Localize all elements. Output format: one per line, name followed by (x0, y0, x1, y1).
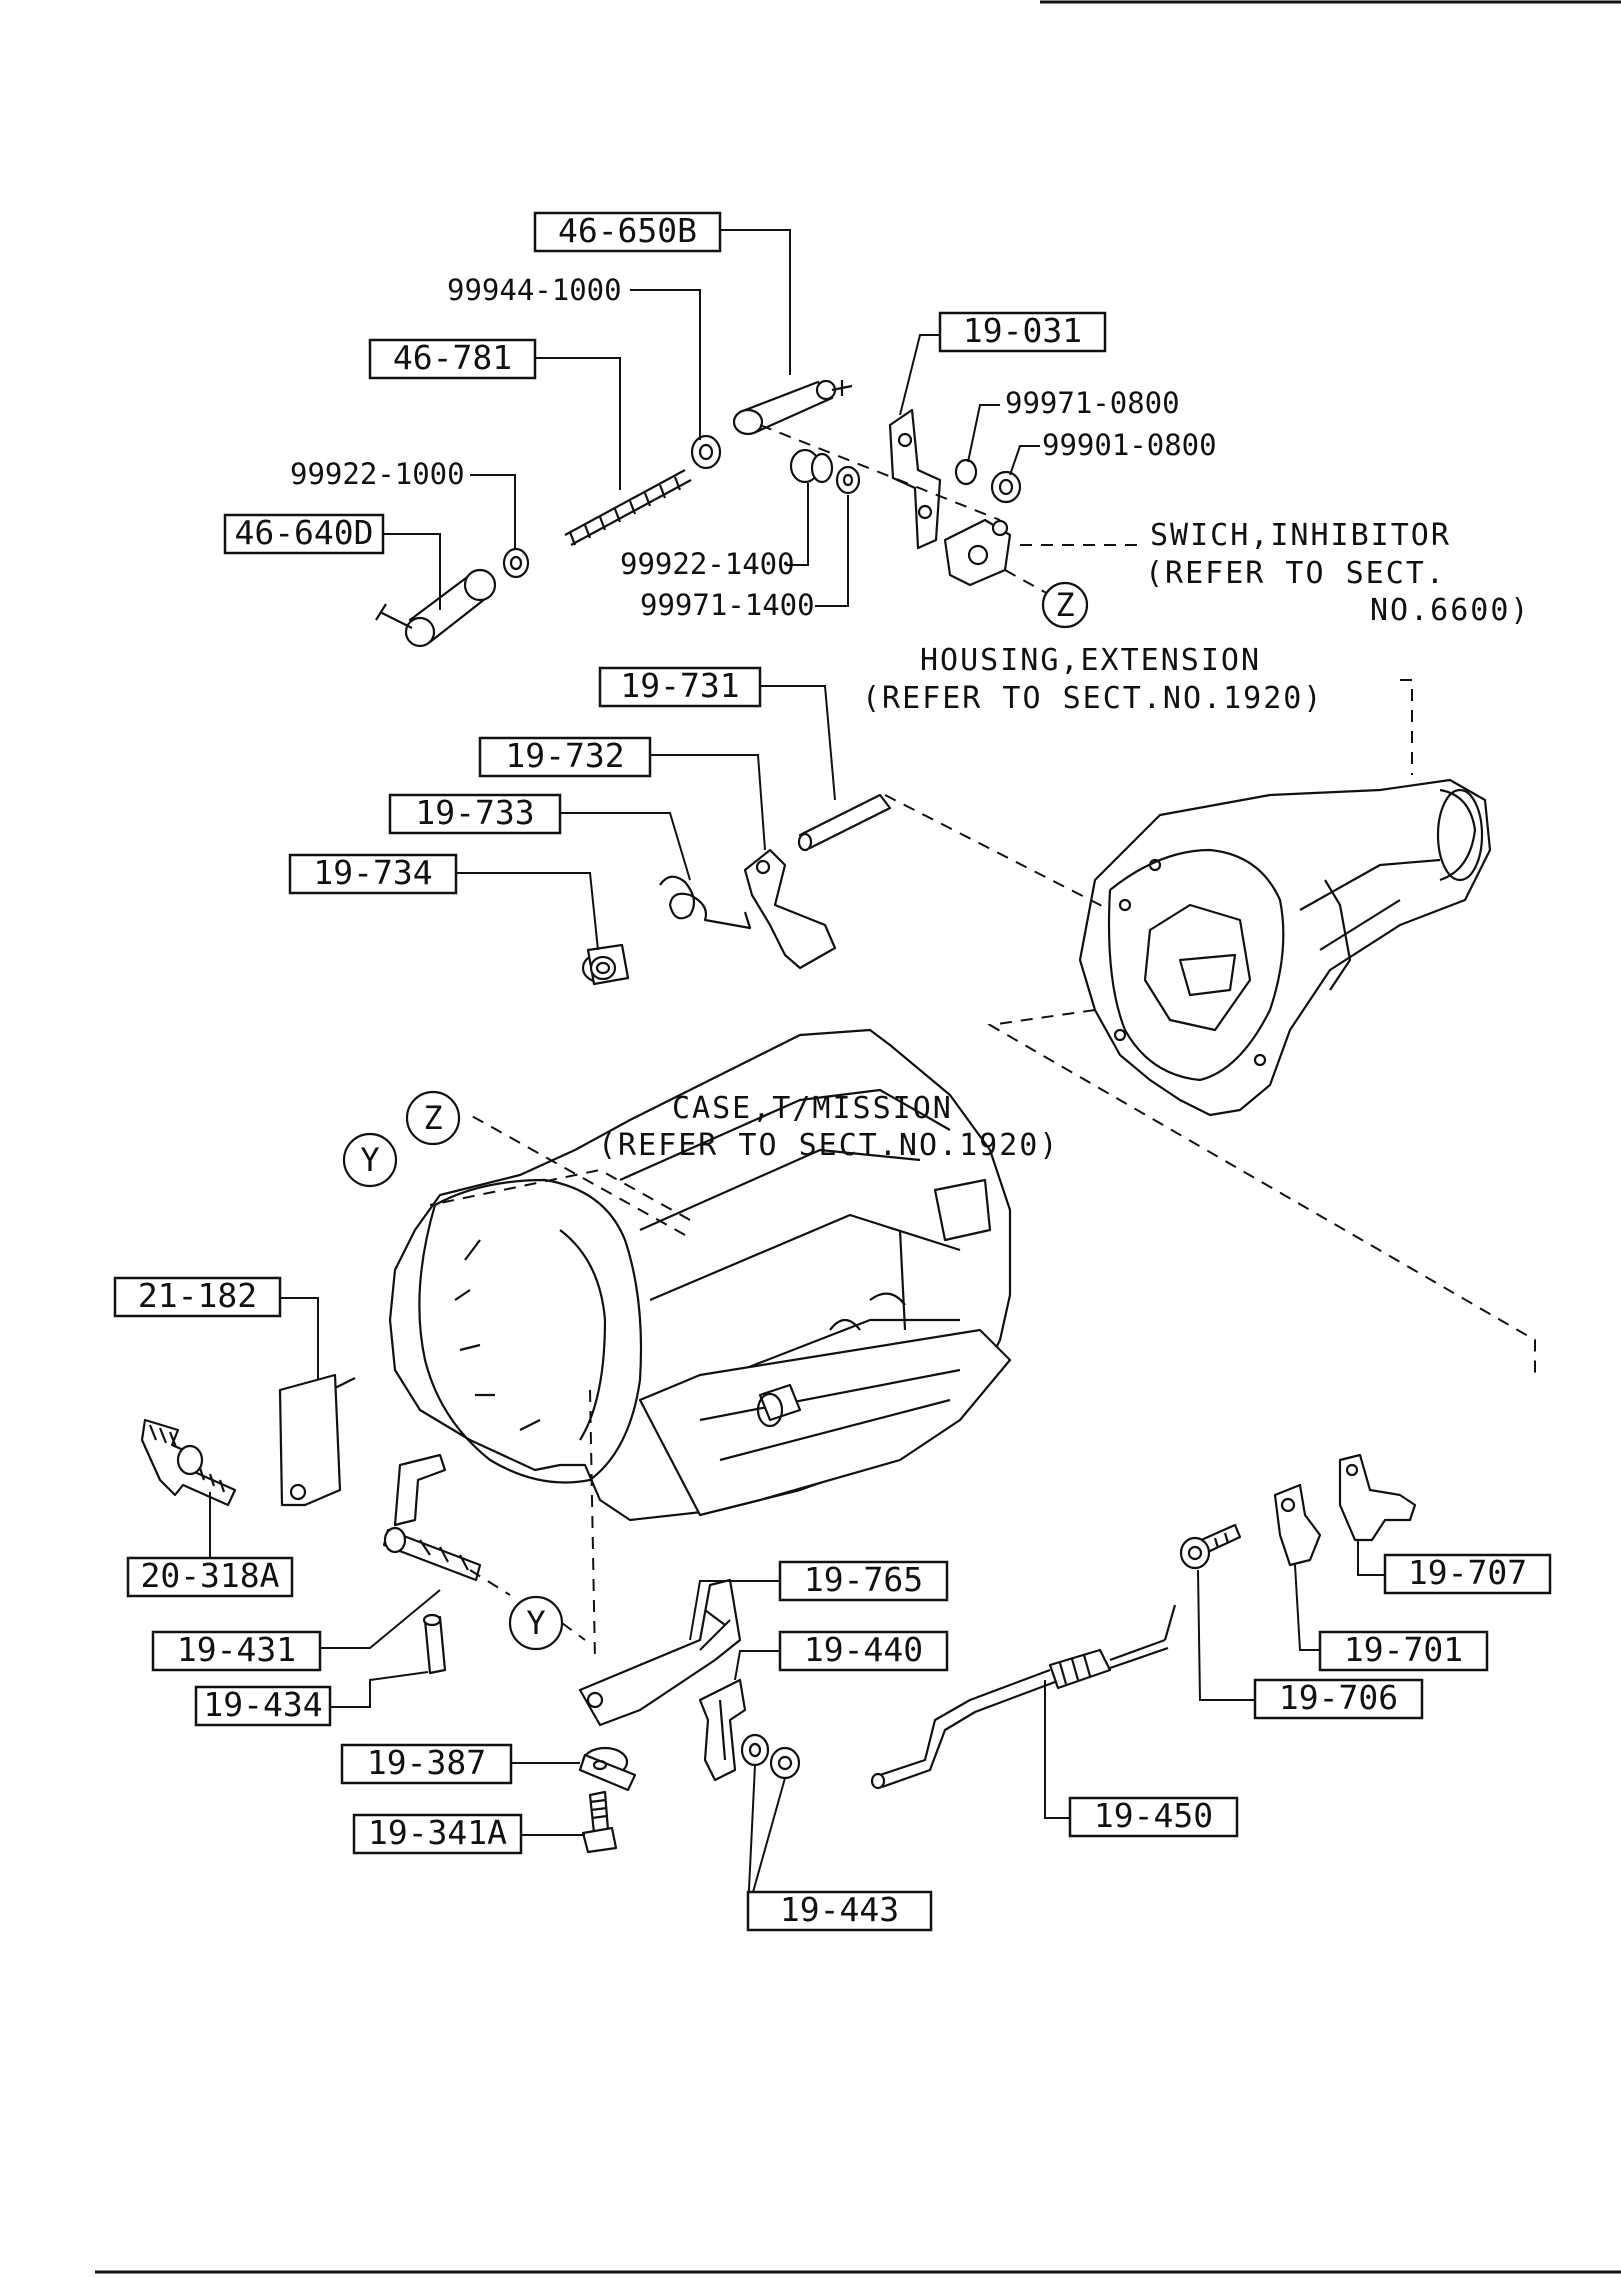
part-label-46-650b: 46-650B (533, 211, 722, 253)
callout-y-shaft: Y (508, 1595, 564, 1651)
detent-parts-group (581, 793, 892, 986)
svg-text:Y: Y (360, 1141, 379, 1179)
part-label-text: 19-431 (177, 1630, 296, 1669)
part-label-text: 19-707 (1408, 1553, 1527, 1592)
label-99971-0800: 99971-0800 (1005, 386, 1180, 420)
note-housing-extension: HOUSING,EXTENSION (REFER TO SECT.NO.1920… (862, 643, 1323, 716)
label-99922-1400: 99922-1400 (620, 547, 795, 581)
callout-y-case: Y (342, 1132, 398, 1188)
part-label-text: 19-706 (1279, 1678, 1398, 1717)
label-99922-1000: 99922-1000 (290, 457, 465, 491)
part-label-text: 19-731 (620, 666, 739, 705)
part-label-text: 19-701 (1344, 1630, 1463, 1669)
boxed-part-labels: 46-650B 19-031 46-781 46-640D 19-731 19-732 19… (113, 211, 1552, 1932)
svg-text:SWICH,INHIBITOR: SWICH,INHIBITOR (1150, 518, 1451, 553)
part-label-text: 19-387 (367, 1743, 486, 1782)
part-label-text: 19-733 (415, 793, 534, 832)
svg-text:Z: Z (423, 1099, 442, 1137)
part-label-46-781: 46-781 (368, 338, 537, 380)
part-label-19-765: 19-765 (778, 1560, 949, 1602)
part-label-19-450: 19-450 (1068, 1796, 1239, 1838)
part-label-text: 21-182 (138, 1276, 257, 1315)
part-label-text: 19-443 (780, 1890, 899, 1929)
note-case-transmission: CASE,T/MISSION (REFER TO SECT.NO.1920) (598, 1091, 1059, 1163)
part-label-19-341a: 19-341A (352, 1813, 523, 1855)
part-label-46-640d: 46-640D (223, 513, 385, 555)
svg-text:(REFER TO SECT.NO.1920): (REFER TO SECT.NO.1920) (862, 681, 1323, 716)
part-label-19-707: 19-707 (1383, 1553, 1552, 1595)
part-label-text: 19-031 (963, 311, 1082, 350)
callout-z-top: Z (1041, 581, 1089, 629)
part-label-text: 19-440 (804, 1630, 923, 1669)
part-label-19-706: 19-706 (1253, 1678, 1424, 1720)
svg-text:CASE,T/MISSION: CASE,T/MISSION (672, 1091, 953, 1126)
note-switch-inhibitor: SWICH,INHIBITOR (REFER TO SECT. NO.6600) (1145, 518, 1531, 628)
part-label-19-387: 19-387 (340, 1743, 513, 1785)
label-99971-1400: 99971-1400 (640, 588, 815, 622)
part-label-text: 46-650B (558, 211, 697, 250)
label-99901-0800: 99901-0800 (1042, 428, 1217, 462)
svg-text:(REFER TO SECT.NO.1920): (REFER TO SECT.NO.1920) (598, 1128, 1059, 1163)
part-label-19-701: 19-701 (1318, 1630, 1489, 1672)
part-label-text: 46-781 (393, 338, 512, 377)
callout-z-case: Z (405, 1090, 461, 1146)
lower-left-parts (140, 1373, 511, 1675)
transmission-case (388, 1028, 1012, 1661)
part-label-19-434: 19-434 (194, 1685, 332, 1727)
part-label-text: 19-434 (203, 1685, 322, 1724)
part-label-text: 19-450 (1094, 1796, 1213, 1835)
svg-text:HOUSING,EXTENSION: HOUSING,EXTENSION (920, 643, 1261, 678)
part-label-21-182: 21-182 (113, 1276, 282, 1318)
svg-text:NO.6600): NO.6600) (1370, 593, 1531, 628)
part-label-20-318a: 20-318A (126, 1556, 294, 1598)
part-label-19-443: 19-443 (746, 1890, 933, 1932)
part-label-text: 19-765 (804, 1560, 923, 1599)
part-label-19-733: 19-733 (388, 793, 562, 835)
svg-text:Y: Y (526, 1604, 545, 1642)
leader-lines (209, 229, 1385, 1911)
svg-text:Z: Z (1055, 586, 1074, 624)
part-label-19-732: 19-732 (478, 736, 652, 778)
shift-linkage-group (375, 379, 1145, 648)
part-label-19-440: 19-440 (778, 1630, 949, 1672)
svg-text:(REFER TO SECT.: (REFER TO SECT. (1145, 556, 1446, 591)
part-label-19-431: 19-431 (151, 1630, 322, 1672)
part-label-19-031: 19-031 (938, 311, 1107, 353)
part-label-text: 20-318A (140, 1556, 279, 1595)
part-label-text: 19-734 (313, 853, 432, 892)
part-label-19-734: 19-734 (288, 853, 458, 895)
label-99944-1000: 99944-1000 (447, 273, 622, 307)
part-label-19-731: 19-731 (598, 666, 762, 708)
part-label-text: 46-640D (234, 513, 373, 552)
part-label-text: 19-732 (505, 736, 624, 775)
part-label-text: 19-341A (368, 1813, 507, 1852)
lower-middle-parts (578, 1578, 801, 1854)
cable-and-brackets (870, 1453, 1417, 1790)
extension-housing (884, 679, 1536, 1380)
y-dash (561, 1622, 586, 1641)
